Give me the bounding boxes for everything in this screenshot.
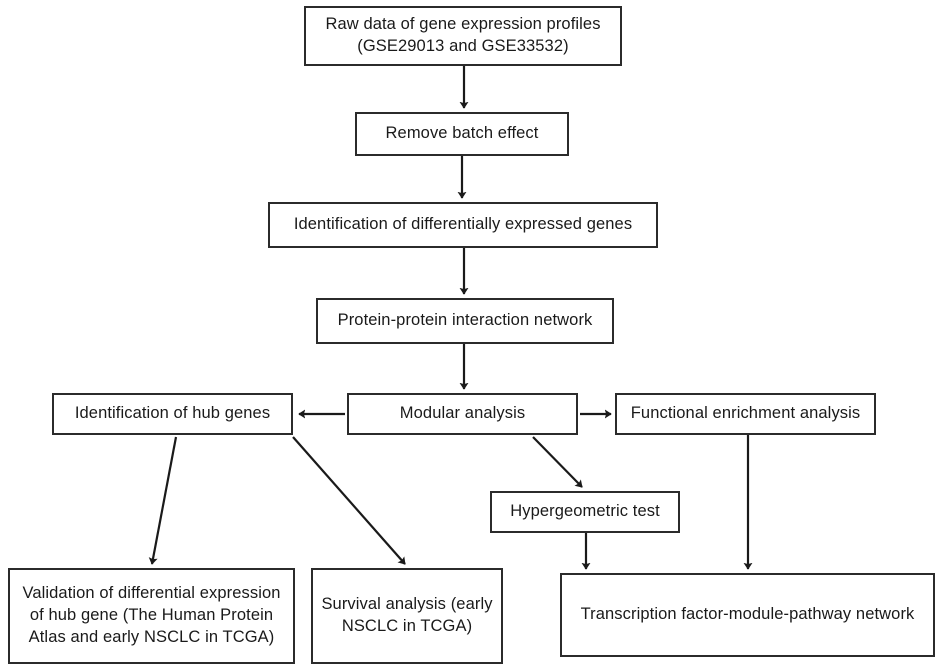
- node-identification-deg-label: Identification of differentially express…: [293, 215, 633, 234]
- edge-hub-to-validation: [148, 436, 178, 565]
- node-ppi-network-label: Protein-protein interaction network: [337, 311, 593, 330]
- node-validation-hub-gene-label: Validation of differential expression of…: [22, 584, 281, 646]
- node-raw-data-label: Raw data of gene expression profiles (GS…: [325, 15, 601, 55]
- node-ppi-network[interactable]: Protein-protein interaction network: [316, 298, 614, 344]
- node-modular-analysis-label: Modular analysis: [399, 404, 526, 423]
- node-validation-hub-gene[interactable]: Validation of differential expression of…: [8, 568, 295, 664]
- node-transcription-factor-network[interactable]: Transcription factor-module-pathway netw…: [560, 573, 935, 657]
- node-identification-hub-genes[interactable]: Identification of hub genes: [52, 393, 293, 435]
- node-transcription-factor-network-label: Transcription factor-module-pathway netw…: [580, 605, 915, 624]
- node-survival-analysis[interactable]: Survival analysis (early NSCLC in TCGA): [311, 568, 503, 664]
- node-survival-analysis-label: Survival analysis (early NSCLC in TCGA): [321, 595, 493, 635]
- edge-hub-to-survival: [292, 436, 406, 565]
- node-remove-batch-effect-label: Remove batch effect: [385, 124, 539, 143]
- node-hypergeometric-test-label: Hypergeometric test: [510, 502, 660, 521]
- node-modular-analysis[interactable]: Modular analysis: [347, 393, 578, 435]
- node-remove-batch-effect[interactable]: Remove batch effect: [355, 112, 569, 156]
- node-identification-deg[interactable]: Identification of differentially express…: [268, 202, 658, 248]
- node-raw-data[interactable]: Raw data of gene expression profiles (GS…: [304, 6, 622, 66]
- node-hypergeometric-test[interactable]: Hypergeometric test: [490, 491, 680, 533]
- node-functional-enrichment[interactable]: Functional enrichment analysis: [615, 393, 876, 435]
- node-functional-enrichment-label: Functional enrichment analysis: [630, 404, 861, 423]
- edge-modular-to-hypergeo: [532, 436, 583, 488]
- node-identification-hub-genes-label: Identification of hub genes: [74, 404, 271, 423]
